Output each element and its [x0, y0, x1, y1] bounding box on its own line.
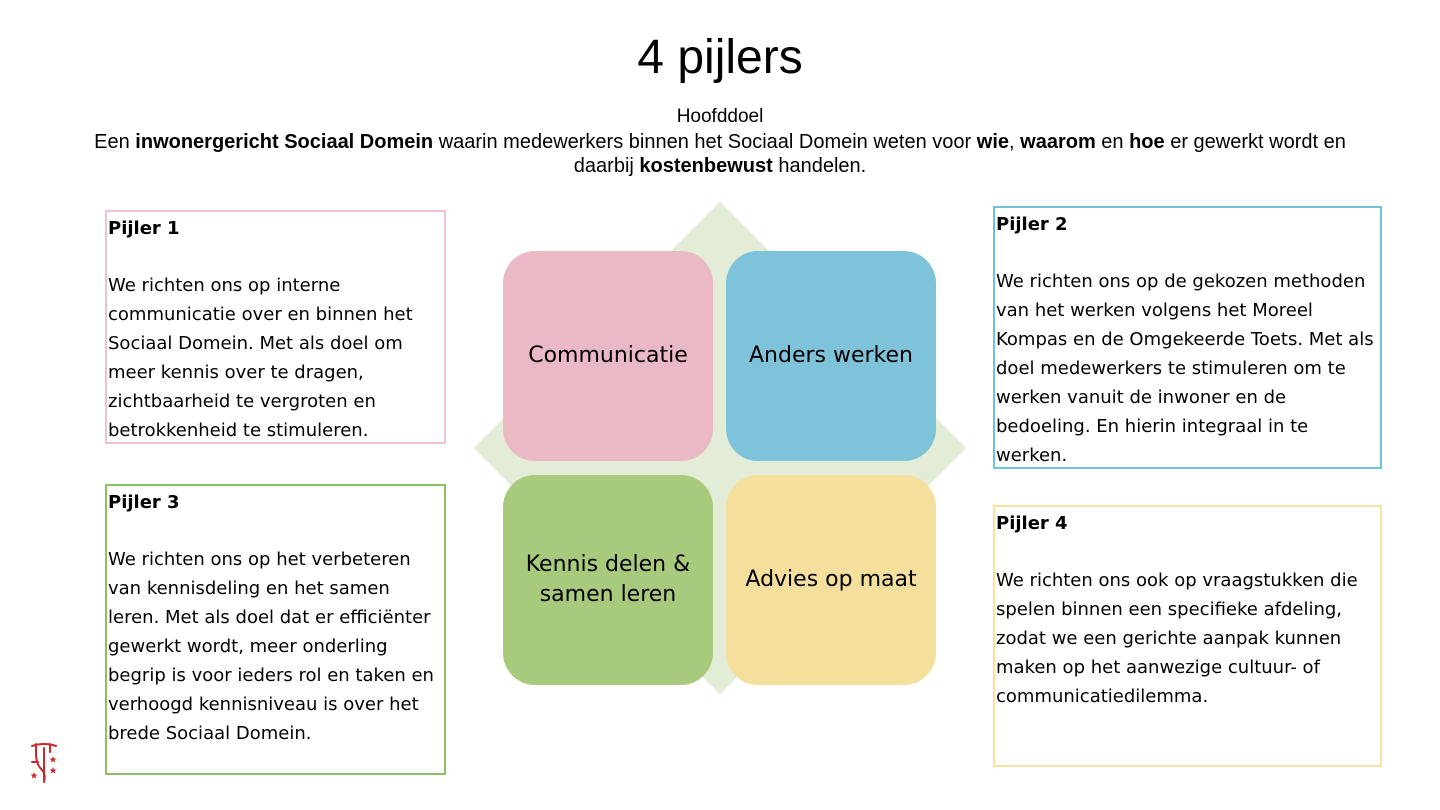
pillar-title: Pijler 4 [996, 513, 1068, 534]
goal-bold-part: hoe [1129, 131, 1165, 153]
pillar-title: Pijler 3 [108, 492, 180, 513]
slide-subtitle: Hoofddoel [676, 106, 764, 127]
goal-bold-part: waarom [1020, 131, 1096, 153]
pillar-2-box: Pijler 2 We richten ons op de gekozen me… [993, 206, 1382, 469]
goal-text-part: handelen. [772, 155, 867, 177]
pillar-text: We richten ons op interne communicatie o… [108, 275, 413, 441]
quadrant-advies-op-maat: Advies op maat [726, 475, 936, 685]
quadrant-kennis-delen: Kennis delen & samen leren [503, 475, 713, 685]
pillar-text: We richten ons ook op vraagstukken die s… [996, 570, 1358, 707]
pillar-1-box: Pijler 1 We richten ons op interne commu… [105, 210, 446, 444]
goal-bold-part: kostenbewust [639, 155, 773, 177]
goal-text-part: Een [94, 131, 136, 153]
pillar-text: We richten ons op de gekozen methoden va… [996, 271, 1374, 466]
pillar-3-box: Pijler 3 We richten ons op het verbetere… [105, 484, 446, 775]
pillar-title: Pijler 2 [996, 214, 1068, 235]
goal-text-part: waarin medewerkers binnen het Sociaal Do… [433, 131, 977, 153]
municipal-coat-of-arms-icon [30, 743, 57, 783]
main-goal-text: Een inwonergericht Sociaal Domein waarin… [70, 130, 1370, 178]
slide-title: 4 pijlers [637, 31, 803, 84]
goal-bold-part: wie [976, 131, 1010, 153]
quadrant-label: Anders werken [748, 343, 913, 368]
pillar-title: Pijler 1 [108, 218, 180, 239]
quadrant-label: Communicatie [528, 343, 688, 368]
goal-text-part: er gewerkt wordt en daarbij [573, 131, 1346, 177]
quadrant-anders-werken: Anders werken [726, 251, 936, 461]
pillar-text: We richten ons op het verbeteren van ken… [108, 549, 434, 744]
quadrant-communicatie: Communicatie [503, 251, 713, 461]
pillar-4-box: Pijler 4 We richten ons ook op vraagstuk… [993, 505, 1382, 767]
quadrant-label: Kennis delen & samen leren [525, 552, 691, 607]
goal-text-part: , [1009, 131, 1021, 153]
quadrant-label: Advies op maat [745, 567, 917, 592]
goal-bold-part: inwonergericht Sociaal Domein [135, 131, 434, 153]
goal-text-part: en [1095, 131, 1130, 153]
